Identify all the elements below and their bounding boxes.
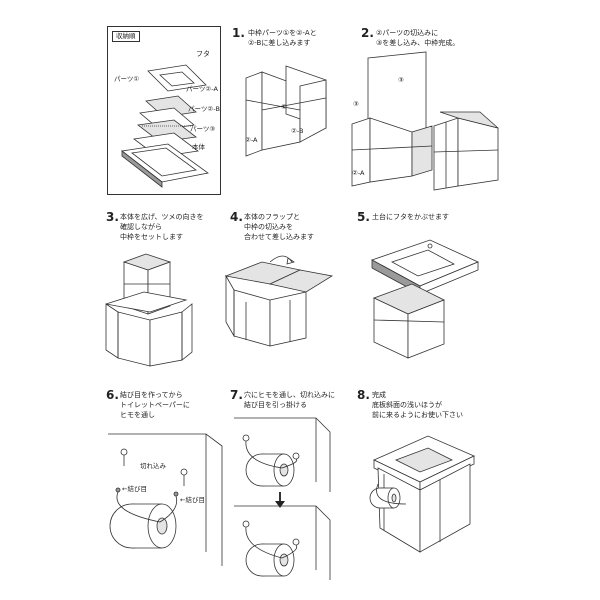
storage-order-panel: 収納順 フタ パーツ① パーツ②-A パーツ②-B パーツ③ 本体	[107, 26, 221, 195]
step7-caption-line2: 結び目を引っ掛ける	[244, 401, 307, 409]
step4-caption-line3: 合わせて差し込みます	[244, 233, 314, 241]
step4-caption-line1: 本体のフラップと	[244, 213, 300, 221]
step1-label-part2a: ②-A	[245, 136, 258, 144]
step2-label-part2a: ②-A	[352, 169, 365, 177]
step2-number: 2.	[361, 26, 374, 40]
step5-number: 5.	[357, 210, 370, 224]
step8-caption-line2: 底板斜面の浅いほうが	[372, 401, 442, 409]
step4-number: 4.	[230, 210, 243, 224]
storage-label-part2b: パーツ②-B	[188, 105, 221, 113]
storage-label-part3: パーツ③	[190, 125, 216, 133]
step2-label-part3-side: ③	[353, 100, 359, 108]
step3-caption-line2: 確認しながら	[120, 223, 162, 231]
step6-number: 6.	[106, 388, 119, 402]
step1-caption-line1: 中枠パーツ①を②-Aと	[248, 29, 317, 37]
storage-stack-illustration	[121, 64, 209, 188]
step1-label-part1: ①	[281, 103, 287, 111]
storage-label-lid: フタ	[196, 50, 210, 58]
storage-label-body: 本体	[192, 143, 205, 151]
step6-label-knot-left: ←結び目	[122, 485, 147, 493]
step6-caption-line2: トイレットペーパーに	[120, 401, 190, 409]
step3-number: 3.	[106, 210, 119, 224]
storage-label-part2a: パーツ②-A	[186, 85, 218, 93]
storage-title: 収納順	[112, 31, 140, 42]
step3-caption-line3: 中枠をセットします	[120, 233, 183, 241]
step8-caption-line3: 前に来るようにお使い下さい	[372, 411, 463, 419]
step4-caption-line2: 中枠の切込みを	[244, 223, 293, 231]
storage-label-part1: パーツ①	[114, 75, 140, 83]
step3-caption-line1: 本体を広げ、ツメの向きを	[120, 213, 204, 221]
step6-label-knot-right: ←結び目	[180, 496, 205, 504]
step8-caption-line1: 完成	[372, 391, 386, 399]
step6-caption-line1: 結び目を作ってから	[120, 391, 183, 399]
step1-caption-line2: ②-Bに差し込みます	[248, 39, 311, 47]
step1-number: 1.	[232, 26, 245, 40]
step5-caption-line1: 土台にフタをかぶせます	[372, 213, 449, 221]
step2-caption-line2: ③を差し込み、中枠完成。	[376, 39, 460, 47]
step8-number: 8.	[357, 388, 370, 402]
step7-number: 7.	[230, 388, 243, 402]
step1-label-part2b: ②-B	[291, 127, 304, 135]
step2-label-part3-top: ③	[398, 76, 404, 84]
step2-caption-line1: ②パーツの切込みに	[376, 29, 439, 37]
step6-label-cut: 切れ込み	[140, 462, 166, 470]
step7-caption-line1: 穴にヒモを通し、切れ込みに	[244, 391, 335, 399]
step6-caption-line3: ヒモを通し	[120, 411, 155, 419]
